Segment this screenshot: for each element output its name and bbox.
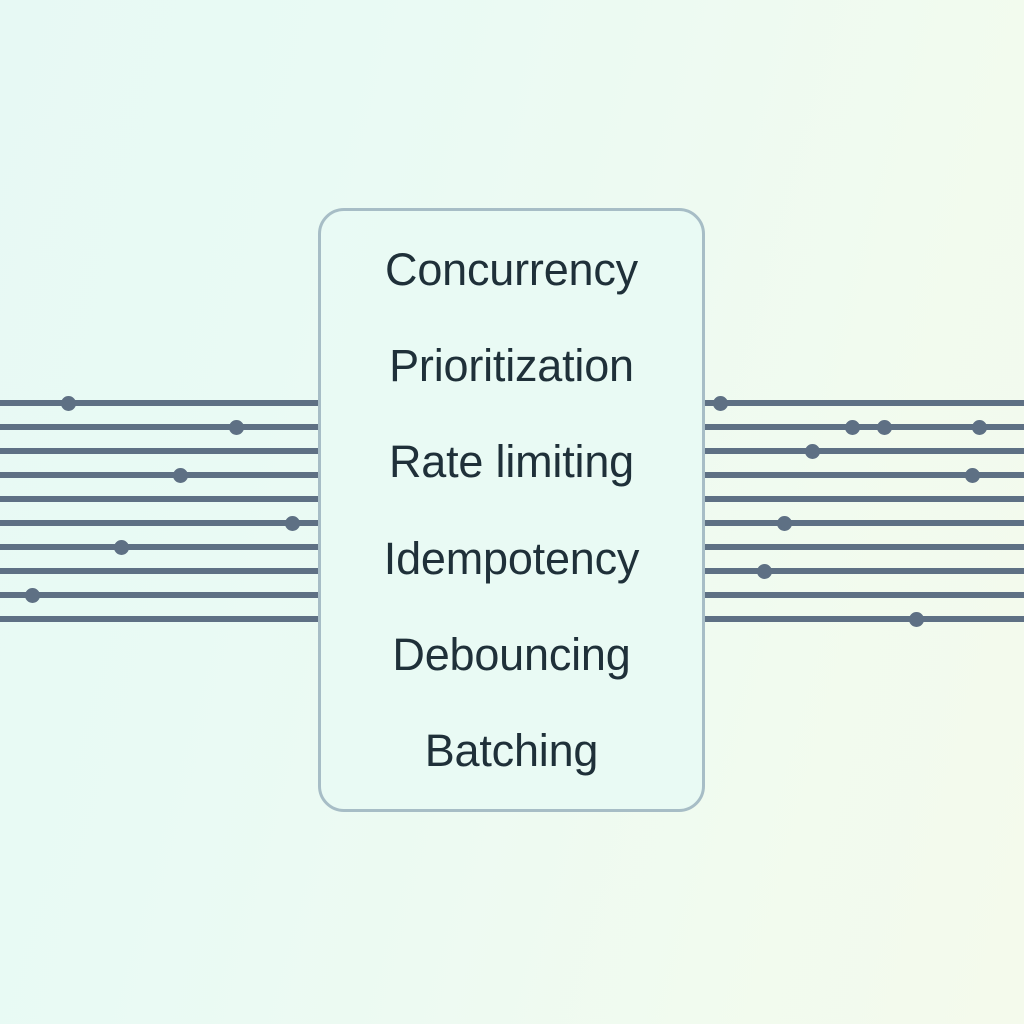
right-track-3 — [705, 472, 1024, 478]
left-node-1-0 — [228, 419, 244, 435]
right-track-6 — [705, 544, 1024, 550]
left-track-9 — [0, 616, 318, 622]
left-track-6 — [0, 544, 318, 550]
right-node-3-0 — [964, 467, 980, 483]
left-node-6-0 — [113, 539, 129, 555]
left-track-4 — [0, 496, 318, 502]
right-track-1 — [705, 424, 1024, 430]
right-node-9-0 — [908, 611, 924, 627]
right-node-5-0 — [776, 515, 792, 531]
concept-item-1: Prioritization — [389, 340, 634, 391]
right-node-2-0 — [804, 443, 820, 459]
right-track-4 — [705, 496, 1024, 502]
left-track-5 — [0, 520, 318, 526]
right-node-1-0 — [844, 419, 860, 435]
right-track-2 — [705, 448, 1024, 454]
concept-item-4: Debouncing — [392, 628, 631, 680]
right-node-0-0 — [712, 395, 728, 411]
concept-item-3: Idempotency — [383, 532, 640, 584]
right-node-7-0 — [756, 563, 772, 579]
left-node-5-0 — [284, 515, 300, 531]
right-track-7 — [705, 568, 1024, 574]
left-track-3 — [0, 472, 318, 478]
left-track-7 — [0, 568, 318, 574]
concept-card: Concurrency Prioritization Rate limiting… — [318, 208, 705, 812]
right-track-9 — [705, 616, 1024, 622]
left-track-2 — [0, 448, 318, 454]
left-node-8-0 — [24, 587, 40, 603]
right-track-0 — [705, 400, 1024, 406]
concept-item-0: Concurrency — [385, 243, 638, 295]
left-node-3-0 — [172, 467, 188, 483]
right-node-1-2 — [971, 419, 987, 435]
left-track-0 — [0, 400, 318, 406]
concept-item-2: Rate limiting — [389, 436, 634, 488]
left-track-1 — [0, 424, 318, 430]
right-track-5 — [705, 520, 1024, 526]
left-node-0-0 — [60, 395, 76, 411]
left-track-8 — [0, 592, 318, 598]
right-node-1-1 — [876, 419, 892, 435]
right-track-8 — [705, 592, 1024, 598]
concept-item-5: Batching — [424, 725, 599, 777]
